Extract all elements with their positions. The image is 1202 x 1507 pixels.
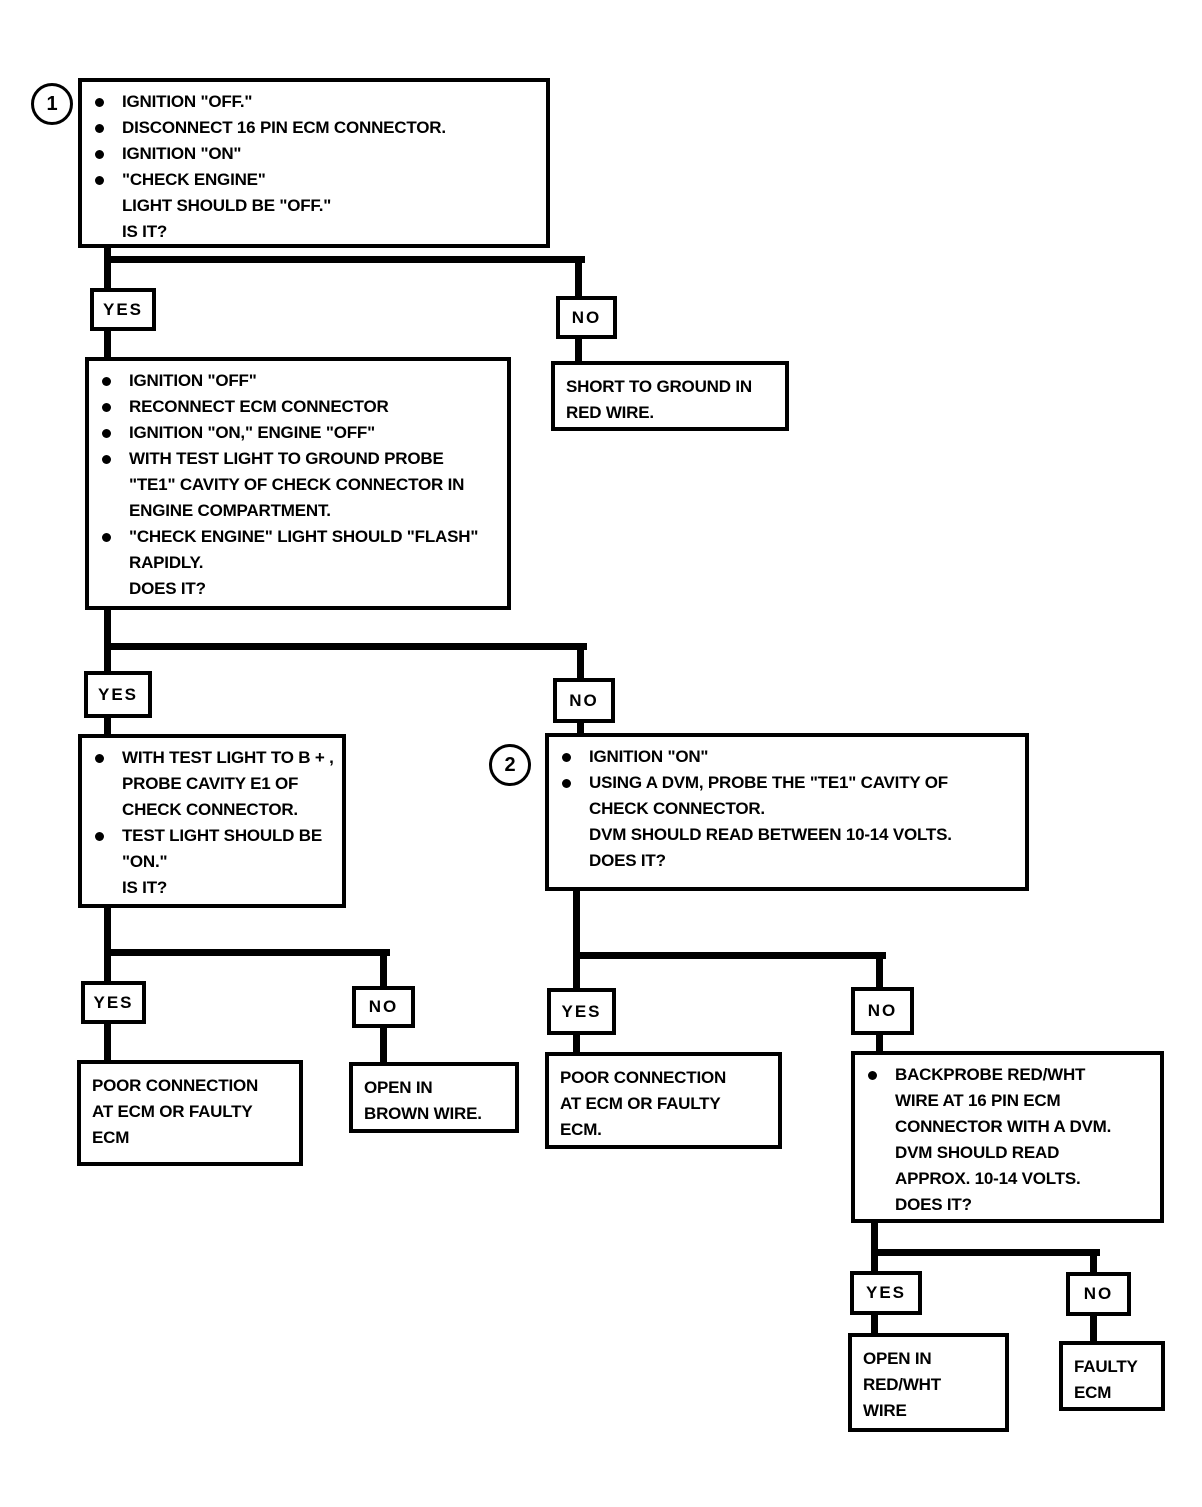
yes-label: YES xyxy=(97,684,139,704)
outcome-text: OPEN IN BROWN WIRE. xyxy=(364,1078,482,1123)
outcome-text: POOR CONNECTION AT ECM OR FAULTY ECM xyxy=(92,1076,259,1147)
no-branch-5: NO xyxy=(1066,1272,1131,1316)
list-item: "CHECK ENGINE" LIGHT SHOULD "FLASH" RAPI… xyxy=(102,524,499,602)
connector-line xyxy=(871,1249,1100,1256)
connector-line xyxy=(104,949,390,956)
bullet-icon xyxy=(95,98,104,107)
outcome-box-faulty-ecm: FAULTY ECM xyxy=(1059,1341,1165,1411)
bullet-icon xyxy=(102,403,111,412)
bullet-icon xyxy=(562,753,571,762)
bullet-list: IGNITION "ON" USING A DVM, PROBE THE "TE… xyxy=(549,737,1025,880)
connector-line xyxy=(104,643,587,650)
list-item: WITH TEST LIGHT TO B + , PROBE CAVITY E1… xyxy=(95,745,334,823)
yes-branch-1: YES xyxy=(90,288,156,331)
instruction-text: "CHECK ENGINE" LIGHT SHOULD BE "OFF." IS… xyxy=(122,170,332,241)
instruction-text: DISCONNECT 16 PIN ECM CONNECTOR. xyxy=(122,118,446,137)
no-branch-3: NO xyxy=(352,986,415,1028)
no-branch-1: NO xyxy=(556,296,617,339)
no-label: NO xyxy=(368,997,399,1016)
list-item: BACKPROBE RED/WHT WIRE AT 16 PIN ECM CON… xyxy=(868,1062,1152,1218)
yes-branch-2: YES xyxy=(84,671,152,718)
outcome-text: POOR CONNECTION AT ECM OR FAULTY ECM. xyxy=(560,1068,727,1139)
list-item: USING A DVM, PROBE THE "TE1" CAVITY OF C… xyxy=(562,770,1017,874)
bullet-icon xyxy=(102,429,111,438)
bullet-icon xyxy=(868,1071,877,1080)
yes-branch-3: YES xyxy=(81,981,146,1024)
bullet-icon xyxy=(102,533,111,542)
no-branch-2: NO xyxy=(553,678,615,723)
instruction-text: BACKPROBE RED/WHT WIRE AT 16 PIN ECM CON… xyxy=(895,1065,1112,1214)
no-branch-4: NO xyxy=(851,987,914,1035)
decision-box-step2: IGNITION "ON" USING A DVM, PROBE THE "TE… xyxy=(545,733,1029,891)
instruction-text: RECONNECT ECM CONNECTOR xyxy=(129,397,389,416)
bullet-icon xyxy=(95,754,104,763)
outcome-text: FAULTY ECM xyxy=(1074,1357,1138,1402)
step-1-marker: 1 xyxy=(31,83,73,125)
no-label: NO xyxy=(1083,1284,1114,1303)
outcome-text: SHORT TO GROUND IN RED WIRE. xyxy=(566,377,752,422)
step-2-number: 2 xyxy=(504,753,516,776)
bullet-icon xyxy=(95,832,104,841)
decision-box-step1: IGNITION "OFF." DISCONNECT 16 PIN ECM CO… xyxy=(78,78,550,248)
list-item: "CHECK ENGINE" LIGHT SHOULD BE "OFF." IS… xyxy=(95,167,538,245)
step-1-number: 1 xyxy=(46,92,58,115)
instruction-text: USING A DVM, PROBE THE "TE1" CAVITY OF C… xyxy=(589,773,952,870)
yes-label: YES xyxy=(102,299,144,319)
connector-line xyxy=(573,888,580,1056)
instruction-text: IGNITION "ON," ENGINE "OFF" xyxy=(129,423,375,442)
bullet-icon xyxy=(562,779,571,788)
yes-branch-5: YES xyxy=(850,1271,922,1315)
step-2-marker: 2 xyxy=(489,744,531,786)
connector-line xyxy=(104,256,585,263)
bullet-list: BACKPROBE RED/WHT WIRE AT 16 PIN ECM CON… xyxy=(855,1055,1160,1224)
instruction-text: IGNITION "OFF" xyxy=(129,371,257,390)
list-item: WITH TEST LIGHT TO GROUND PROBE "TE1" CA… xyxy=(102,446,499,524)
outcome-box-open-redwht-wire: OPEN IN RED/WHT WIRE xyxy=(848,1333,1009,1432)
list-item: IGNITION "OFF" xyxy=(102,368,499,394)
bullet-list: IGNITION "OFF" RECONNECT ECM CONNECTOR I… xyxy=(89,361,507,608)
connector-line xyxy=(573,952,886,959)
yes-label: YES xyxy=(561,1001,602,1021)
bullet-icon xyxy=(102,455,111,464)
instruction-text: IGNITION "ON" xyxy=(122,144,242,163)
outcome-box-poor-connection-left: POOR CONNECTION AT ECM OR FAULTY ECM xyxy=(77,1060,303,1166)
bullet-icon xyxy=(102,377,111,386)
outcome-box-poor-connection-right: POOR CONNECTION AT ECM OR FAULTY ECM. xyxy=(545,1052,782,1149)
list-item: DISCONNECT 16 PIN ECM CONNECTOR. xyxy=(95,115,538,141)
list-item: RECONNECT ECM CONNECTOR xyxy=(102,394,499,420)
outcome-box-short-to-ground: SHORT TO GROUND IN RED WIRE. xyxy=(551,361,789,431)
list-item: IGNITION "ON" xyxy=(562,744,1017,770)
list-item: IGNITION "OFF." xyxy=(95,89,538,115)
bullet-icon xyxy=(95,176,104,185)
instruction-text: IGNITION "OFF." xyxy=(122,92,253,111)
yes-label: YES xyxy=(93,992,134,1012)
list-item: IGNITION "ON" xyxy=(95,141,538,167)
decision-box-test-light: WITH TEST LIGHT TO B + , PROBE CAVITY E1… xyxy=(78,734,346,908)
instruction-text: WITH TEST LIGHT TO GROUND PROBE "TE1" CA… xyxy=(129,449,465,520)
yes-label: YES xyxy=(865,1283,907,1302)
no-label: NO xyxy=(571,307,602,327)
decision-box-flash-test: IGNITION "OFF" RECONNECT ECM CONNECTOR I… xyxy=(85,357,511,610)
instruction-text: IGNITION "ON" xyxy=(589,747,709,766)
instruction-text: WITH TEST LIGHT TO B + , PROBE CAVITY E1… xyxy=(122,748,334,819)
outcome-text: OPEN IN RED/WHT WIRE xyxy=(863,1349,941,1420)
bullet-list: WITH TEST LIGHT TO B + , PROBE CAVITY E1… xyxy=(82,738,342,907)
instruction-text: "CHECK ENGINE" LIGHT SHOULD "FLASH" RAPI… xyxy=(129,527,479,598)
list-item: TEST LIGHT SHOULD BE "ON." IS IT? xyxy=(95,823,334,901)
list-item: IGNITION "ON," ENGINE "OFF" xyxy=(102,420,499,446)
bullet-icon xyxy=(95,124,104,133)
bullet-list: IGNITION "OFF." DISCONNECT 16 PIN ECM CO… xyxy=(82,82,546,251)
no-label: NO xyxy=(569,690,599,710)
instruction-text: TEST LIGHT SHOULD BE "ON." IS IT? xyxy=(122,826,323,897)
no-label: NO xyxy=(867,1001,898,1020)
bullet-icon xyxy=(95,150,104,159)
decision-box-backprobe: BACKPROBE RED/WHT WIRE AT 16 PIN ECM CON… xyxy=(851,1051,1164,1223)
yes-branch-4: YES xyxy=(547,988,616,1035)
outcome-box-open-brown-wire: OPEN IN BROWN WIRE. xyxy=(349,1062,519,1133)
